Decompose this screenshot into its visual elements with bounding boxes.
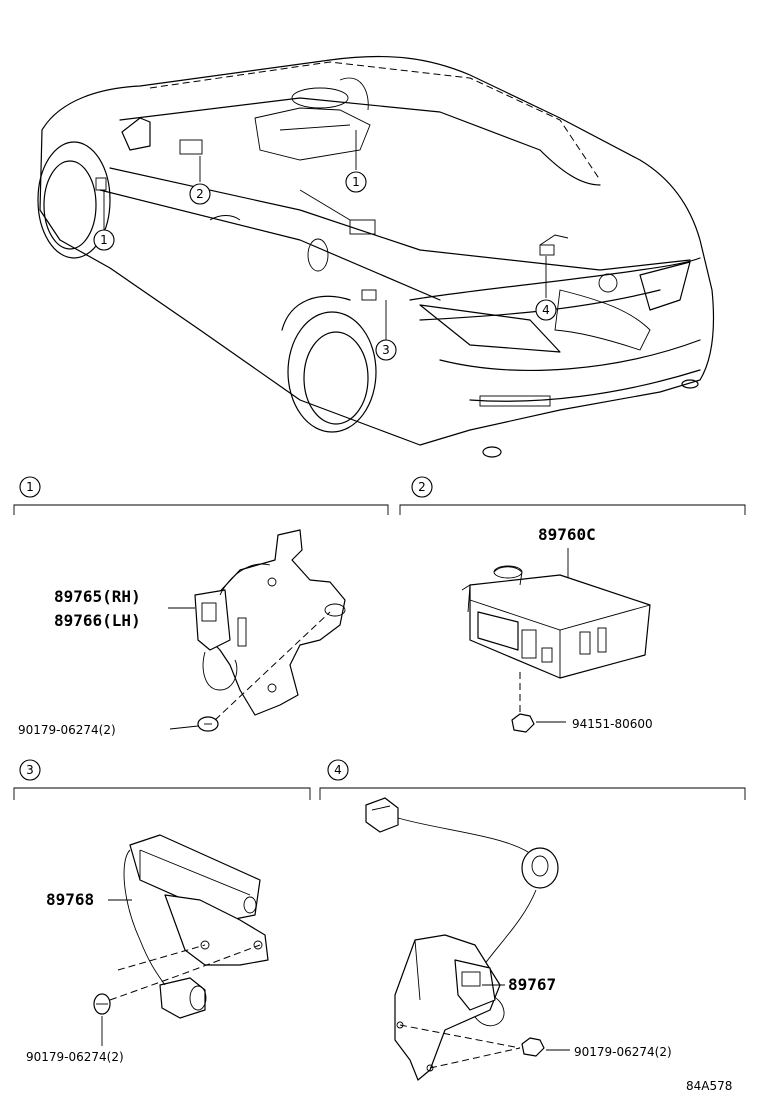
svg-text:90179-06274(2): 90179-06274(2) bbox=[574, 1045, 672, 1059]
svg-text:1: 1 bbox=[26, 480, 34, 494]
overview-callout-4: 4 bbox=[535, 299, 557, 321]
svg-text:89768: 89768 bbox=[46, 890, 94, 909]
section-2: 2 89760C 94151-80600 bbox=[399, 476, 746, 733]
svg-text:2: 2 bbox=[418, 480, 426, 494]
section-2-callout bbox=[411, 476, 433, 498]
svg-text:89766(LH): 89766(LH) bbox=[54, 611, 141, 630]
svg-text:2: 2 bbox=[196, 187, 204, 201]
section-3-bracket bbox=[13, 787, 311, 800]
svg-text:90179-06274(2): 90179-06274(2) bbox=[18, 723, 116, 737]
svg-text:1: 1 bbox=[100, 233, 108, 247]
car-overview bbox=[37, 55, 715, 458]
section-3-callout bbox=[19, 759, 41, 781]
svg-text:90179-06274(2): 90179-06274(2) bbox=[26, 1050, 124, 1064]
bolt-icon bbox=[511, 713, 535, 733]
section-1: 1 89765(RH) 89766(LH) 90179-06274(2) bbox=[13, 476, 389, 737]
overview-callout-1b: 1 bbox=[345, 171, 367, 193]
overview-callout-3: 3 bbox=[375, 339, 397, 361]
section-1-bracket bbox=[13, 504, 389, 515]
svg-text:89765(RH): 89765(RH) bbox=[54, 587, 141, 606]
section-4-bracket bbox=[319, 787, 746, 800]
svg-text:94151-80600: 94151-80600 bbox=[572, 717, 653, 731]
svg-text:89767: 89767 bbox=[508, 975, 556, 994]
section-4: 4 89767 90179-06274(2) bbox=[319, 759, 746, 1081]
svg-text:89760C: 89760C bbox=[538, 525, 596, 544]
overview-callout-2: 2 bbox=[189, 183, 211, 205]
section-4-callout bbox=[327, 759, 349, 781]
svg-text:4: 4 bbox=[334, 763, 342, 777]
svg-text:4: 4 bbox=[542, 303, 550, 317]
svg-text:3: 3 bbox=[26, 763, 34, 777]
bolt-icon bbox=[521, 1037, 545, 1057]
svg-text:1: 1 bbox=[352, 175, 360, 189]
diagram-code: 84A578 bbox=[686, 1079, 732, 1093]
overview-callout-1a: 1 bbox=[93, 229, 115, 251]
section-2-bracket bbox=[399, 504, 746, 515]
section-3: 3 89768 90179-06274(2) bbox=[13, 759, 311, 1064]
svg-text:3: 3 bbox=[382, 343, 390, 357]
section-1-callout bbox=[19, 476, 41, 498]
